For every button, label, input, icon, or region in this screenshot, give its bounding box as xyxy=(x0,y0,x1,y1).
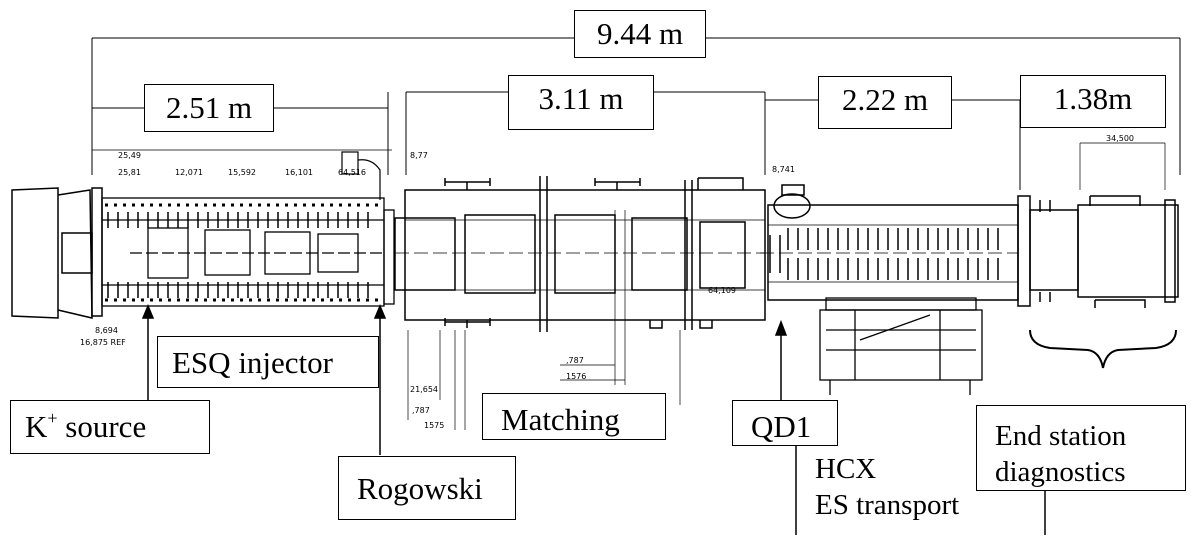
source-label: K+ source xyxy=(25,408,147,444)
source-label-box: K+ source xyxy=(10,400,210,454)
drawing-number: ,787 xyxy=(412,406,430,415)
hcx-label: HCX ES transport xyxy=(815,452,959,523)
matching-label: Matching xyxy=(501,402,620,437)
drawing-number: 25,81 xyxy=(118,168,141,177)
transport-length-box: 2.22 m xyxy=(818,76,952,129)
drawing-number: 64,109 xyxy=(708,286,736,295)
matching-section xyxy=(394,176,766,332)
end-station-label-line2: diagnostics xyxy=(995,456,1126,489)
transport-length-label: 2.22 m xyxy=(841,82,929,117)
transport-coils xyxy=(787,228,999,280)
drawing-number: 34,500 xyxy=(1106,134,1134,143)
matching-length-label: 3.11 m xyxy=(538,81,624,116)
source-housing xyxy=(11,187,103,319)
drawing-number: 12,071 xyxy=(175,168,203,177)
hcx-label-line1: HCX xyxy=(815,453,877,485)
esq-injector-body xyxy=(101,197,395,307)
drawing-number: 1576 xyxy=(566,372,586,381)
total-length-label: 9.44 m xyxy=(596,16,684,51)
qd1-label-box: QD1 xyxy=(732,400,838,446)
label-leaders xyxy=(141,304,1046,535)
drawing-number: 16,875 REF xyxy=(80,338,126,347)
drawing-number: 15,592 xyxy=(228,168,256,177)
drawing-number: 1575 xyxy=(424,421,444,430)
drawing-number: ,787 xyxy=(566,356,584,365)
matching-length-box: 3.11 m xyxy=(508,75,654,130)
end-station-length-box: 1.38m xyxy=(1020,75,1166,128)
qd1-label: QD1 xyxy=(751,409,812,444)
drawing-number: 25,49 xyxy=(118,151,141,160)
end-station-length-label: 1.38m xyxy=(1053,81,1133,116)
injector-length-box: 2.51 m xyxy=(144,84,274,132)
injector-length-label: 2.51 m xyxy=(165,90,253,125)
end-station-label-line1: End station xyxy=(995,420,1127,452)
end-station xyxy=(1017,195,1179,308)
drawing-number: 64,516 xyxy=(338,168,366,177)
hcx-label-line2: ES transport xyxy=(815,488,960,521)
drawing-number: 8,741 xyxy=(772,165,795,174)
total-length-box: 9.44 m xyxy=(574,10,706,58)
drawing-number: 8,77 xyxy=(410,151,428,160)
matching-label-box: Matching xyxy=(482,393,666,440)
drawing-number: 16,101 xyxy=(285,168,313,177)
rogowski-label-box: Rogowski xyxy=(338,456,516,520)
drawing-number: 21,654 xyxy=(410,385,438,394)
drawing-number: 8,694 xyxy=(95,326,118,335)
diagnostics-brace xyxy=(1029,329,1177,369)
esq-injector-label-box: ESQ injector xyxy=(157,336,379,388)
rogowski-label: Rogowski xyxy=(357,471,483,506)
esq-injector-label: ESQ injector xyxy=(172,345,333,380)
injector-top-fitting xyxy=(341,151,381,200)
support-stand xyxy=(819,297,983,395)
injector-bolts xyxy=(105,203,383,302)
drawing-numbers: 25,49 25,81 12,071 15,592 16,101 64,516 … xyxy=(80,134,1134,430)
end-station-label-box: End station diagnostics xyxy=(976,405,1186,491)
